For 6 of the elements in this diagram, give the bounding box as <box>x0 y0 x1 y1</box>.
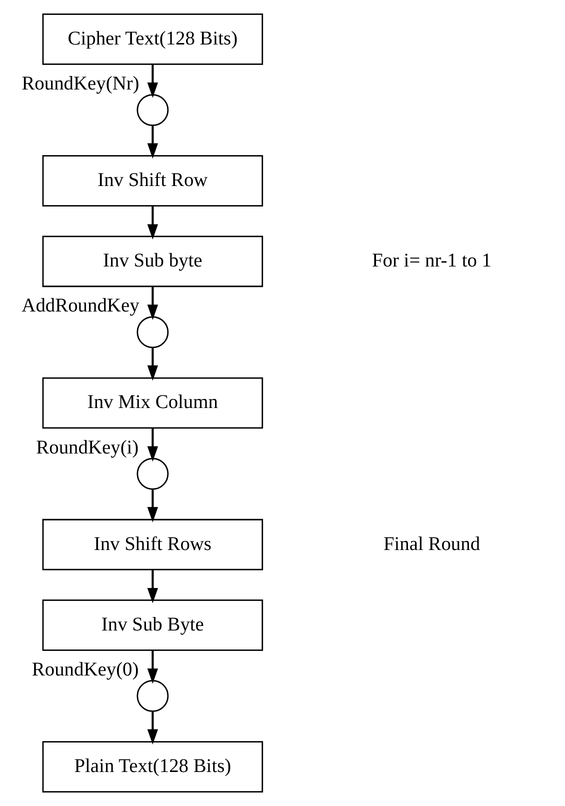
node-label: RoundKey(0) <box>32 659 139 680</box>
label: Final Round <box>383 534 480 555</box>
node-label: RoundKey(Nr) <box>22 73 140 94</box>
node-label: RoundKey(i) <box>36 437 139 458</box>
label: For i= nr-1 to 1 <box>372 250 492 272</box>
node-label: AddRoundKey <box>22 296 140 317</box>
